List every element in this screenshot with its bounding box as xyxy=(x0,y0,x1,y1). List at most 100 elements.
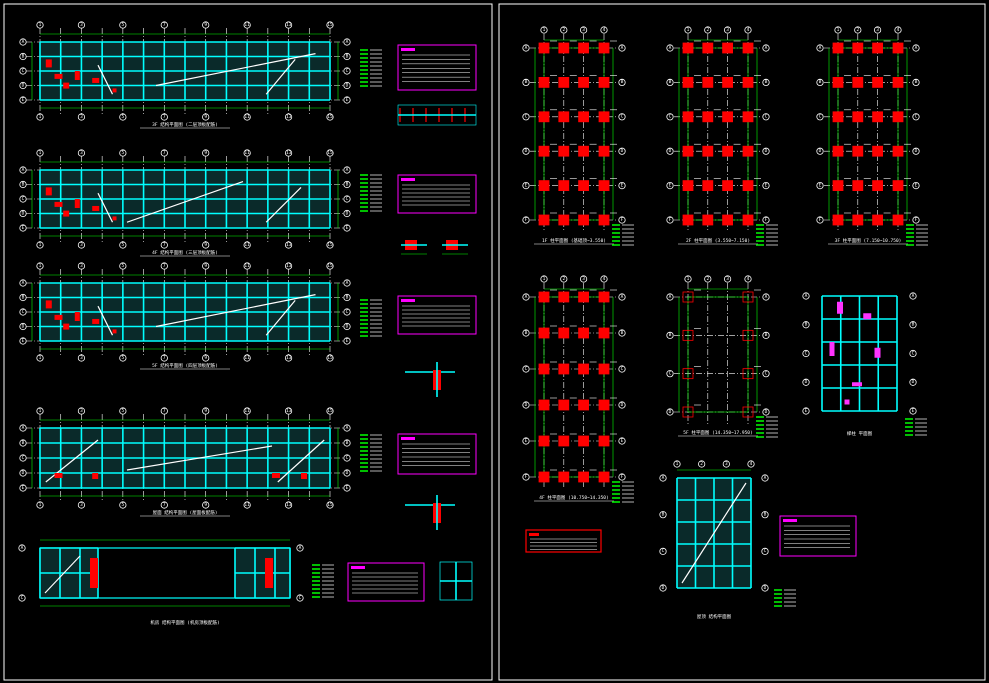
grid-bubble-label: 1 xyxy=(39,502,42,508)
grid-bubble-circle xyxy=(744,275,752,283)
grid-bubble-circle xyxy=(343,81,351,90)
grid-bubble: 3 xyxy=(77,262,86,270)
grid-bubble: F xyxy=(762,216,770,224)
column-section xyxy=(578,214,589,226)
grid-bubble-label: A xyxy=(346,167,349,173)
grid-bubble: C xyxy=(343,195,351,203)
grid-bubble-label: B xyxy=(22,181,25,187)
grid-bubble-label: C xyxy=(346,455,349,461)
grid-bubble: 2 xyxy=(698,460,706,468)
grid-bubble-circle xyxy=(160,407,168,415)
plan-title: 5F 结构平面图 (四层顶板配筋) xyxy=(152,362,218,369)
grid-bubble: C xyxy=(659,547,667,555)
plan-title: 机房 结构平面图 (机房顶板配筋) xyxy=(150,619,219,626)
grid-bubble: C xyxy=(816,113,824,121)
grid-bubble-label: B xyxy=(765,332,768,338)
grid-bubble-circle xyxy=(19,322,27,331)
grid-bubble: B xyxy=(19,52,27,61)
detail-group xyxy=(397,104,477,601)
grid-bubble-label: B xyxy=(764,511,767,517)
grid-bubble-circle xyxy=(343,322,351,331)
column-section xyxy=(558,180,570,192)
column-section xyxy=(872,180,883,192)
grid-bubble-label: 3 xyxy=(80,355,83,361)
grid-bubble-circle xyxy=(579,275,588,283)
grid-bubble-circle xyxy=(618,182,626,190)
grid-bubble-circle xyxy=(160,113,168,121)
grid-bubble-circle xyxy=(343,209,351,218)
column-section xyxy=(598,327,610,339)
grid-bubble-label: E xyxy=(669,182,672,188)
column-section xyxy=(598,42,610,54)
grid-bubble-circle xyxy=(202,21,210,29)
grid-bubble-circle xyxy=(326,354,334,362)
grid-bubble: 7 xyxy=(160,407,168,415)
grid-bubble: C xyxy=(802,349,810,358)
grid-bubble-circle xyxy=(802,349,810,358)
grid-bubble-circle xyxy=(343,38,351,46)
column-section xyxy=(578,77,589,88)
grid-bubble-label: 13 xyxy=(286,242,292,248)
grid-bubble-circle xyxy=(19,96,27,104)
grid-bubble: 1 xyxy=(540,275,548,283)
grid-bubble-circle xyxy=(243,407,251,415)
grid-bubble-circle xyxy=(19,38,27,46)
grid-bubble-circle xyxy=(666,113,674,121)
opening-diagonal xyxy=(44,555,81,594)
grid-bubble-label: C xyxy=(22,196,25,202)
grid-bubble: B xyxy=(666,78,674,87)
column-section xyxy=(742,406,754,418)
grid-bubble-circle xyxy=(618,113,626,121)
column-section xyxy=(722,145,733,157)
column-section xyxy=(558,435,570,447)
grid-bubble: 3 xyxy=(77,241,86,249)
grid-bubble-circle xyxy=(816,78,824,87)
grid-bubble: E xyxy=(343,96,351,104)
column-section xyxy=(742,145,754,157)
grid-bubble-label: D xyxy=(525,148,528,154)
note-border xyxy=(347,562,425,602)
grid-bubble-label: A xyxy=(819,45,822,51)
grid-bubble-circle xyxy=(618,216,626,224)
grid-bubble: A xyxy=(19,424,27,432)
grid-bubble: 5 xyxy=(119,262,127,270)
grid-bubble-circle xyxy=(762,44,770,52)
grid-bubble-circle xyxy=(659,511,667,519)
grid-bubble-label: 11 xyxy=(244,263,250,269)
grid-bubble-label: E xyxy=(819,182,822,188)
grid-bubble: A xyxy=(912,44,920,52)
grid-bubble-label: 15 xyxy=(327,355,333,361)
grid-bubble: 11 xyxy=(243,113,251,121)
grid-bubble-circle xyxy=(18,594,26,602)
column-section xyxy=(722,180,733,192)
grid-bubble-label: 9 xyxy=(204,408,207,414)
grid-bubble-circle xyxy=(160,21,168,29)
grid-bubble-circle xyxy=(618,329,626,337)
column-section xyxy=(852,180,864,192)
grid-bubble: 3 xyxy=(579,26,588,34)
grid-bubble-circle xyxy=(284,407,293,415)
grid-bubble-label: 11 xyxy=(244,22,250,28)
grid-bubble-circle xyxy=(77,407,86,415)
grid-bubble-circle xyxy=(19,224,27,232)
column-section xyxy=(538,291,550,303)
grid-bubble-label: 13 xyxy=(286,408,292,414)
grid-bubble-circle xyxy=(19,424,27,432)
grid-bubble-circle xyxy=(284,262,293,270)
grid-bubble-circle xyxy=(618,78,626,87)
grid-bubble-label: B xyxy=(662,511,665,517)
plan-title: 4F 结构平面图 (三层顶板配筋) xyxy=(152,249,218,256)
grid-bubble-circle xyxy=(119,262,127,270)
grid-bubble-circle xyxy=(723,26,732,34)
column-section xyxy=(832,111,844,123)
grid-bubble-circle xyxy=(119,113,127,121)
grid-bubble: D xyxy=(666,147,674,155)
grid-bubble-label: B xyxy=(346,294,349,300)
grid-bubble-circle xyxy=(522,437,530,445)
grid-bubble-label: C xyxy=(662,548,665,554)
grid-bubble-circle xyxy=(666,408,674,416)
notes-layer xyxy=(312,44,857,602)
grid-bubble-circle xyxy=(684,26,692,34)
grid-bubble-label: C xyxy=(765,370,768,376)
